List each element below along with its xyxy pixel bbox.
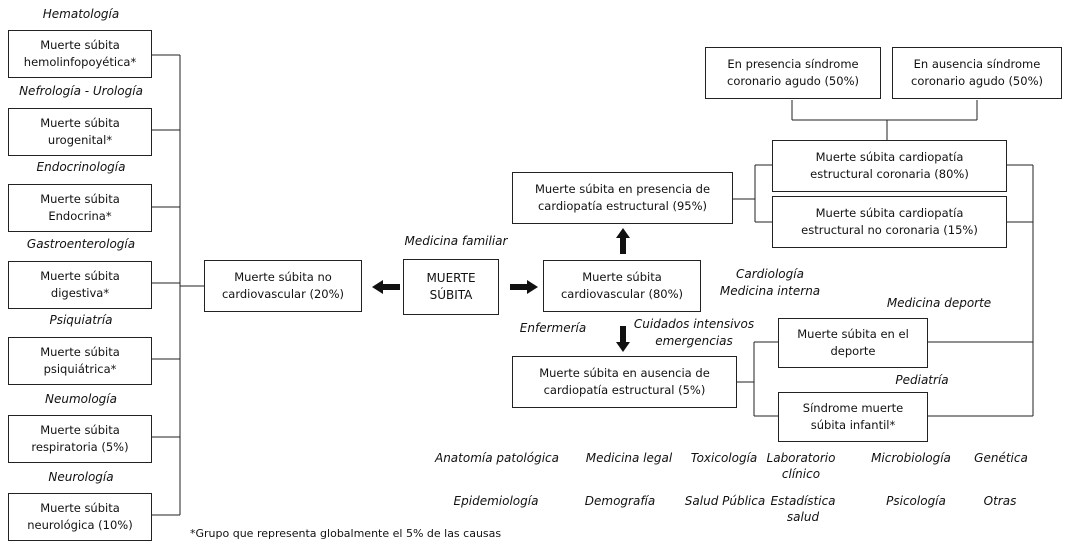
medicina-familiar-label: Medicina familiar — [404, 234, 508, 248]
left-category-label: Neumología — [45, 392, 117, 406]
left-death-box: Muerte súbita respiratoria (5%) — [8, 415, 152, 463]
left-category-label: Psiquiatría — [49, 313, 113, 327]
ausencia-box: Muerte súbita en ausencia de cardiopatía… — [512, 356, 737, 408]
sca-ausencia-box: En ausencia síndrome coronario agudo (50… — [892, 47, 1062, 99]
cardiologia-label: Cardiología Medicina interna — [719, 267, 821, 298]
discipline-label: Estadística salud — [770, 494, 836, 525]
left-death-box: Muerte súbita Endocrina* — [8, 184, 152, 232]
discipline-label: Otras — [983, 494, 1017, 508]
discipline-label: Salud Pública — [684, 494, 766, 508]
footnote: *Grupo que representa globalmente el 5% … — [190, 527, 502, 540]
discipline-label: Medicina legal — [585, 451, 673, 465]
left-death-box: Muerte súbita neurológica (10%) — [8, 493, 152, 541]
discipline-label: Anatomía patológica — [434, 451, 560, 465]
left-death-box: Muerte súbita digestiva* — [8, 261, 152, 309]
left-category-label: Neurología — [48, 470, 114, 484]
no-coronaria-box: Muerte súbita cardiopatía estructural no… — [772, 196, 1007, 248]
discipline-label: Epidemiología — [453, 494, 539, 508]
discipline-label: Laboratorio clínico — [766, 451, 836, 482]
pediatria-label: Pediatría — [895, 373, 949, 387]
infantil-box: Síndrome muerte súbita infantil* — [778, 392, 928, 442]
center-box: MUERTE SÚBITA — [403, 259, 499, 315]
discipline-label: Toxicología — [690, 451, 758, 465]
discipline-label: Genética — [974, 451, 1028, 465]
presencia-box: Muerte súbita en presencia de cardiopatí… — [512, 172, 733, 224]
deporte-box: Muerte súbita en el deporte — [778, 318, 928, 368]
no-cardiovascular-box: Muerte súbita no cardiovascular (20%) — [204, 260, 362, 312]
discipline-label: Microbiología — [871, 451, 951, 465]
cardiovascular-box: Muerte súbita cardiovascular (80%) — [543, 260, 701, 312]
left-category-label: Endocrinología — [36, 160, 126, 174]
discipline-label: Demografía — [584, 494, 656, 508]
sca-presencia-box: En presencia síndrome coronario agudo (5… — [705, 47, 881, 99]
left-category-label: Hematología — [42, 7, 120, 21]
coronaria-box: Muerte súbita cardiopatía estructural co… — [772, 140, 1007, 192]
left-death-box: Muerte súbita hemolinfopoyética* — [8, 30, 152, 78]
left-death-box: Muerte súbita urogenital* — [8, 108, 152, 156]
discipline-label: Psicología — [886, 494, 946, 508]
left-category-label: Nefrología - Urología — [19, 84, 143, 98]
medicina-deporte-label: Medicina deporte — [886, 296, 992, 310]
enfermeria-label: Enfermería — [519, 321, 587, 335]
left-death-box: Muerte súbita psiquiátrica* — [8, 337, 152, 385]
left-category-label: Gastroenterología — [26, 237, 136, 251]
cuidados-label: Cuidados intensivos emergencias — [633, 317, 755, 348]
